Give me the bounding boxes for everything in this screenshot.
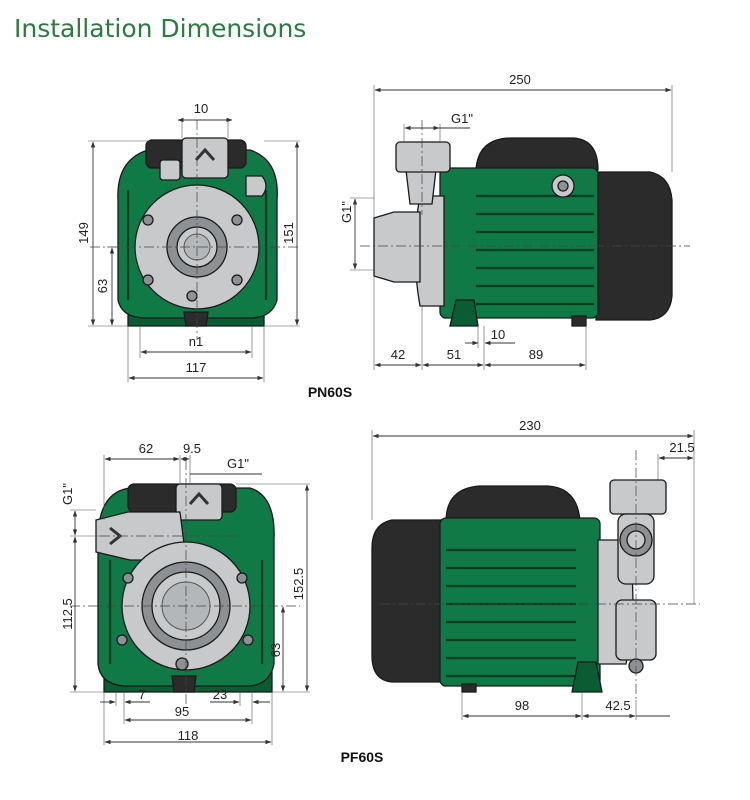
pn60s-dim-outlet-thread: G1" [451, 111, 473, 126]
pf60s-dim-foot-right: 23 [213, 687, 227, 702]
pf60s-dim-foot-b: 42.5 [605, 698, 630, 713]
page-title: Installation Dimensions [14, 14, 307, 43]
pn60s-dim-height-right: 151 [281, 222, 296, 244]
pf60s-dim-length: 230 [519, 418, 541, 433]
pf60s-dim-bolt-spacing: 95 [175, 704, 189, 719]
pf60s-dim-foot-a: 98 [515, 698, 529, 713]
pf60s-dim-outlet-offset-side: 21.5 [669, 440, 694, 455]
pn60s-front-view: 10 149 63 151 n1 117 [76, 101, 300, 382]
pn60s-dim-inlet-offset: 42 [391, 347, 405, 362]
pn60s-side-view: 250 G1" G1" 42 51 10 89 [339, 72, 690, 370]
pf60s-dim-outlet-thread: G1" [227, 456, 249, 471]
pn60s-dim-foot-b: 10 [491, 327, 505, 342]
pf60s-model-label: PF60S [341, 749, 384, 765]
pf60s-dim-height-small: 63 [268, 643, 283, 657]
pn60s-dim-top-width: 10 [194, 101, 208, 116]
pf60s-dim-height-total: 152.5 [291, 568, 306, 601]
pn60s-dim-inlet-thread: G1" [339, 201, 354, 223]
pn60s-dim-height-axis: 63 [95, 279, 110, 293]
pf60s-dim-inlet-thread: G1" [60, 483, 75, 505]
pf60s-dim-outlet-width: 9.5 [183, 441, 201, 456]
pn60s-dim-bolt-spacing: n1 [189, 334, 203, 349]
pn60s-dim-foot-c: 89 [529, 347, 543, 362]
pf60s-dim-base-width: 118 [178, 728, 199, 743]
pf60s-front-view: 62 9.5 G1" G1" 112.5 152.5 63 7 23 95 11… [60, 441, 310, 745]
pn60s-model-label: PN60S [308, 384, 352, 400]
pf60s-dim-outlet-offset: 62 [139, 441, 153, 456]
pf60s-side-view: 230 21.5 98 42.5 [371, 418, 700, 720]
pn60s-dim-height-total: 149 [76, 222, 91, 244]
pn60s-dim-length: 250 [509, 72, 531, 87]
pn60s-dim-foot-a: 51 [447, 347, 461, 362]
pn60s-dim-base-width: 117 [186, 360, 207, 375]
pf60s-dim-foot-left: 7 [138, 687, 145, 702]
pf60s-dim-axis-height: 112.5 [60, 598, 75, 630]
